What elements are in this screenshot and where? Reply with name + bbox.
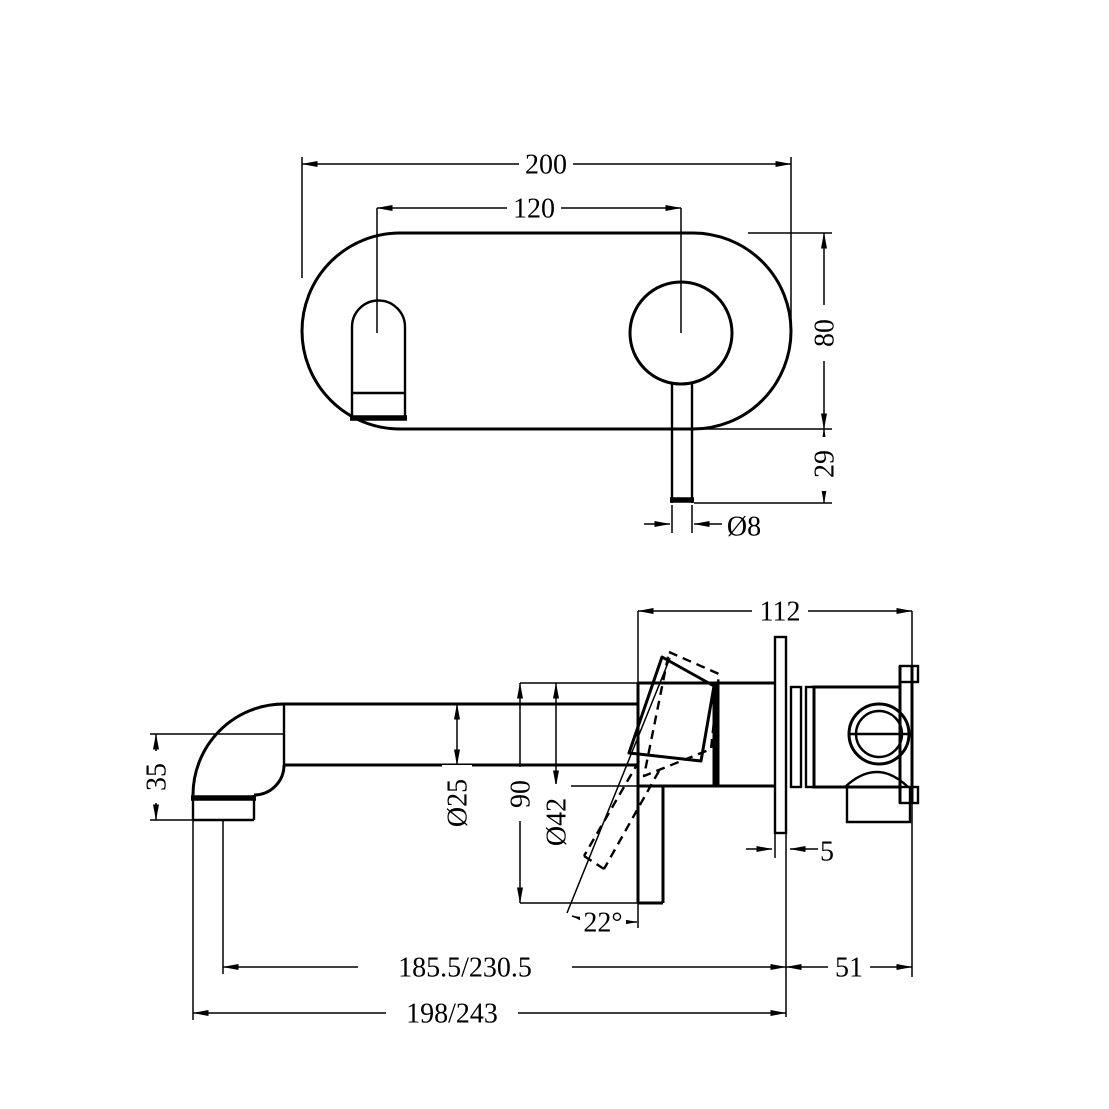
dim-centres: 120 [376, 194, 682, 225]
dim-escutcheon-diameter: Ø42 [541, 682, 638, 860]
lower-dome [844, 770, 909, 788]
dim-51-label: 51 [835, 953, 863, 984]
dim-22deg-label: 22° [583, 908, 622, 939]
aerator-tip [191, 795, 256, 822]
dim-200-label: 200 [525, 150, 567, 181]
dim-90-label: 90 [506, 780, 537, 808]
dim-overall-width: 200 [301, 150, 792, 328]
dim-body-height: 90 [505, 682, 638, 904]
dim-spout-reach: 185.5/230.5 [222, 820, 787, 984]
dim-120-label: 120 [513, 194, 555, 225]
bracket-tab-bottom [898, 785, 920, 805]
spout-tube [150, 702, 638, 797]
dim-80-label: 80 [810, 319, 841, 347]
side-view: 112 35 Ø25 90 [141, 597, 920, 1030]
handle-lever-rod [670, 383, 694, 503]
top-view: 200 120 80 29 [300, 150, 841, 543]
wall-plate [773, 635, 788, 835]
dim-spout-diameter: Ø25 [442, 703, 474, 841]
dim-reach-label: 185.5/230.5 [398, 953, 532, 984]
dim-overall-label: 198/243 [406, 999, 498, 1030]
dim-35-label: 35 [142, 763, 173, 791]
dim-in-wall-depth: 51 [785, 952, 913, 984]
dim-lever-angle: 22° [571, 908, 638, 939]
dim-tip-height: 35 [141, 733, 193, 821]
dim-29-label: 29 [810, 450, 841, 478]
spout-opening [350, 299, 407, 421]
dim-body-depth: 112 [637, 597, 913, 628]
dim-5-label: 5 [820, 837, 834, 868]
dim-overall-reach: 198/243 [192, 820, 787, 1030]
dim-plate-height: 80 [695, 232, 841, 430]
dim-d8-label: Ø8 [727, 512, 761, 543]
dim-112-label: 112 [760, 597, 801, 628]
lever-dashed [582, 760, 661, 871]
dim-d25-label: Ø25 [443, 779, 474, 827]
dim-lever-drop: 29 [694, 428, 841, 504]
bracket-tab-top [898, 664, 920, 684]
in-wall-body [789, 611, 920, 977]
dim-plate-thickness: 5 [746, 837, 834, 868]
dim-lever-diameter: Ø8 [644, 505, 761, 543]
faceplate-outline [300, 231, 793, 431]
handle-solid [627, 655, 716, 763]
handle-dashed [642, 650, 721, 778]
drop-rod [636, 786, 665, 905]
lower-housing [845, 787, 912, 824]
dim-d42-label: Ø42 [542, 798, 573, 846]
